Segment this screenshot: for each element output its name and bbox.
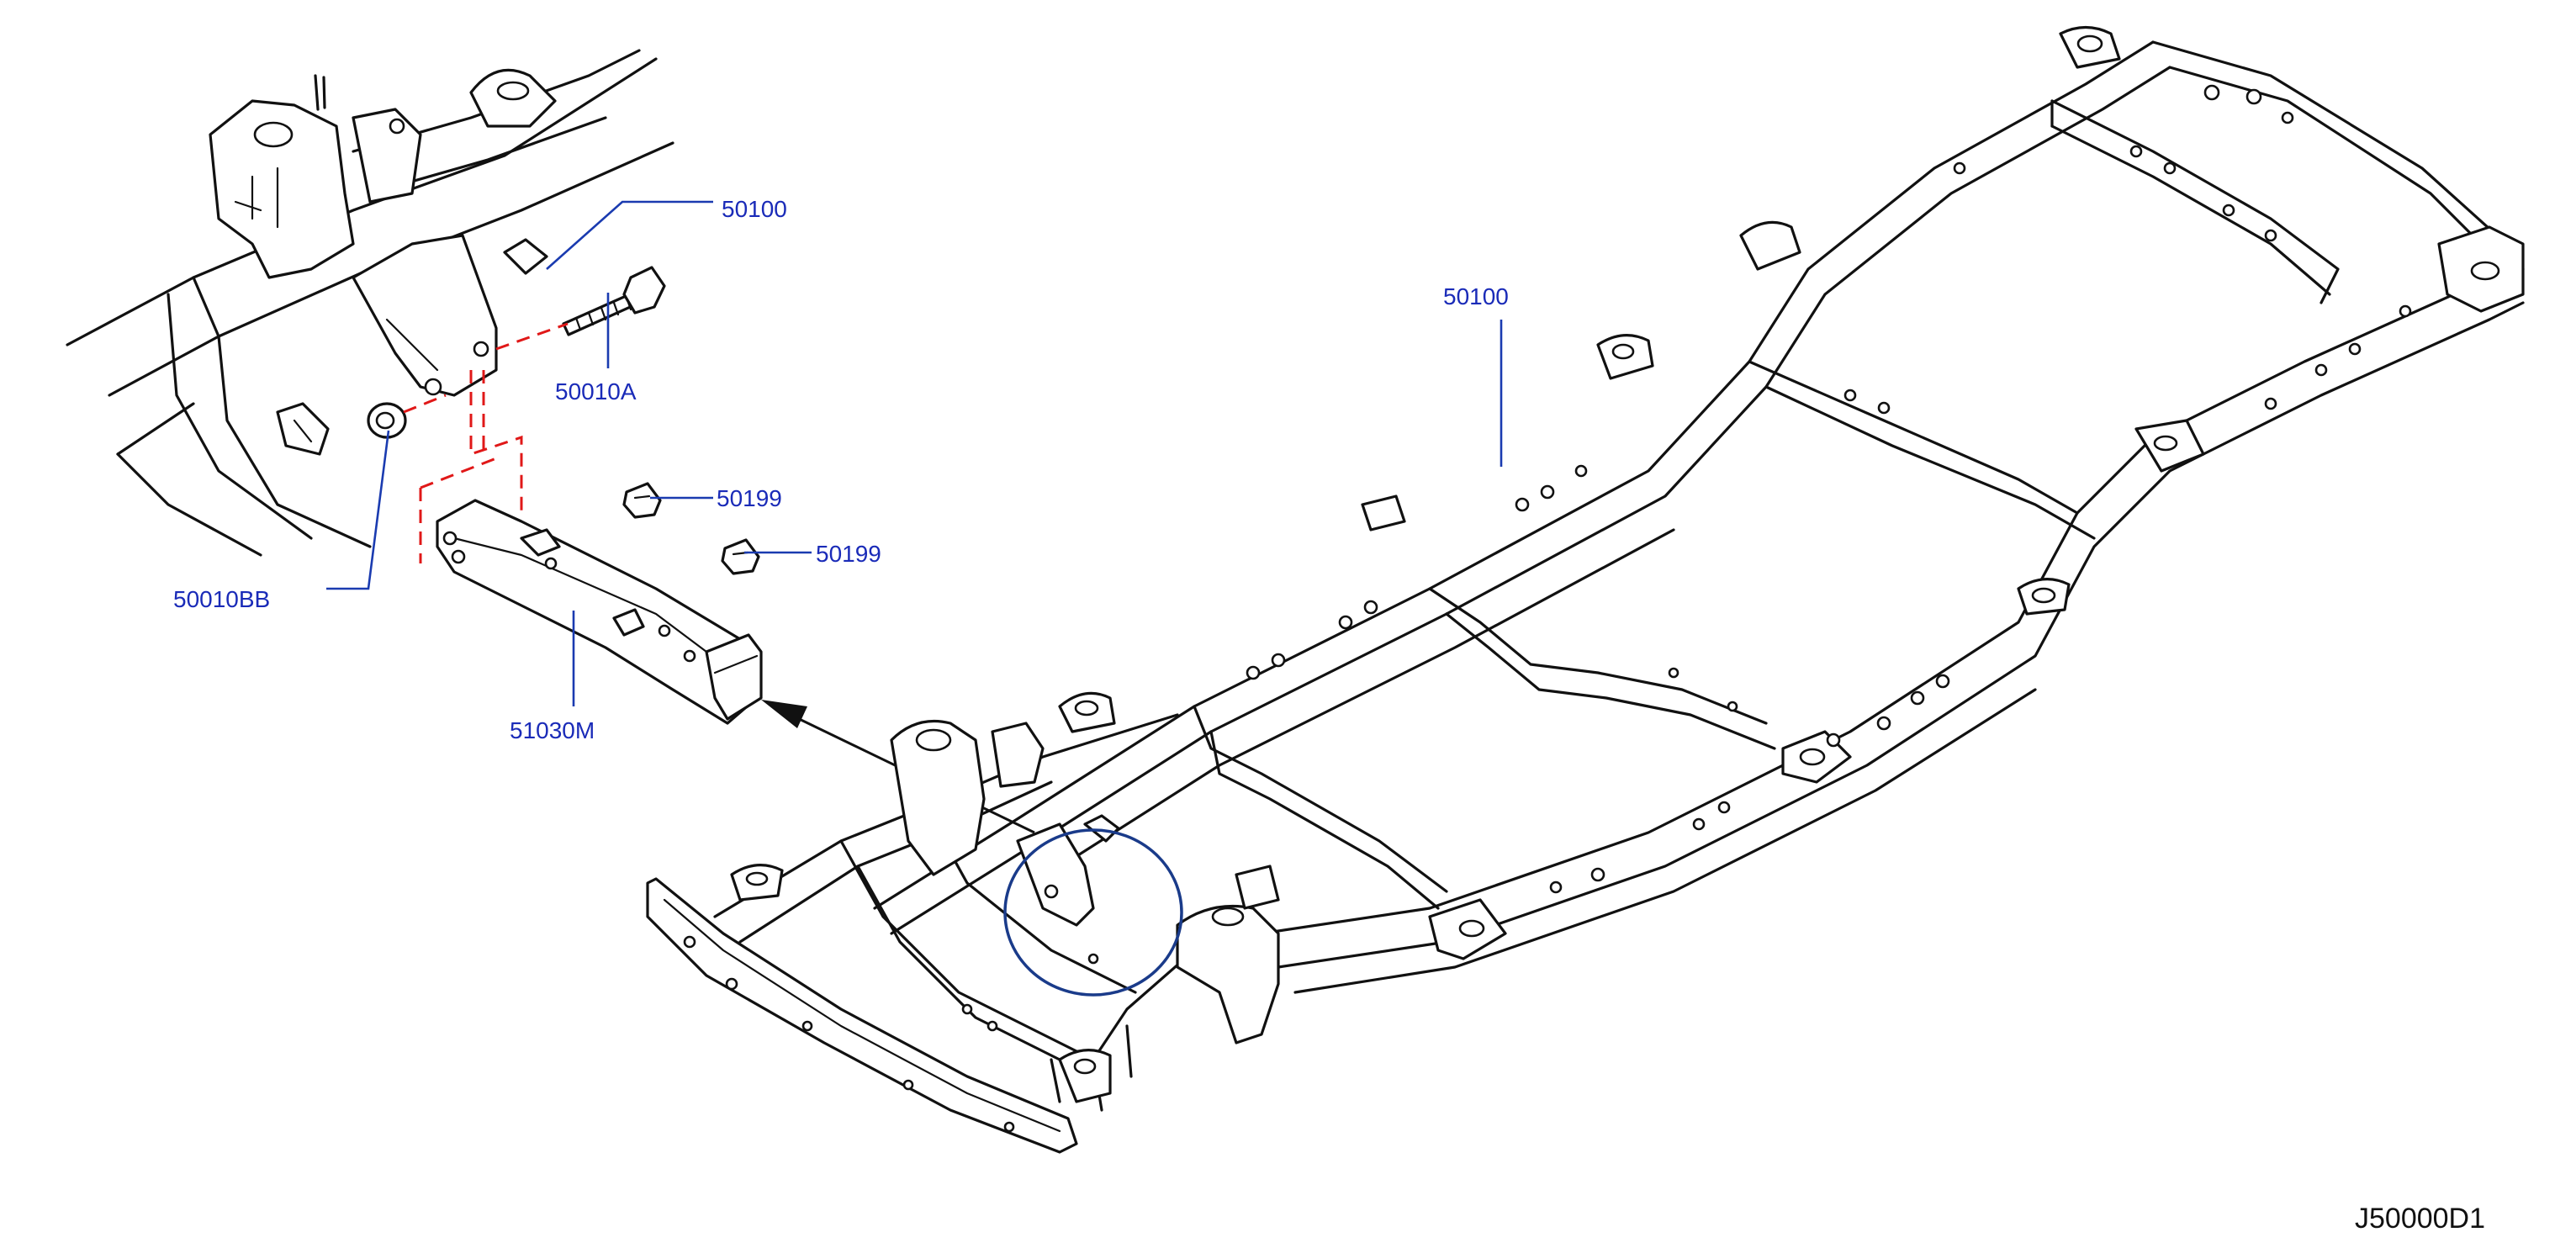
callout-frame-detail: 50100 [722,196,787,222]
callout-bolt: 50010A [555,378,637,405]
leader-lines [326,200,1503,706]
callout-nut: 50010BB [173,586,270,612]
callout-clip-lower: 50199 [816,541,881,567]
main-frame-front [646,713,1280,1154]
crossmember-part [436,499,763,725]
detail-ring [1003,828,1183,997]
bolt-part [562,266,666,336]
assembly-guides [403,322,569,563]
callout-crossmember: 51030M [510,717,595,743]
callout-frame-main: 50100 [1443,283,1509,309]
frame-detail-view [66,49,674,557]
clip-upper-part [622,482,662,519]
callout-clip-upper: 50199 [717,485,782,511]
diagram-code: J50000D1 [2355,1203,2485,1235]
main-frame [873,25,2525,994]
clip-lower-part [721,538,760,575]
nut-part [367,402,407,439]
